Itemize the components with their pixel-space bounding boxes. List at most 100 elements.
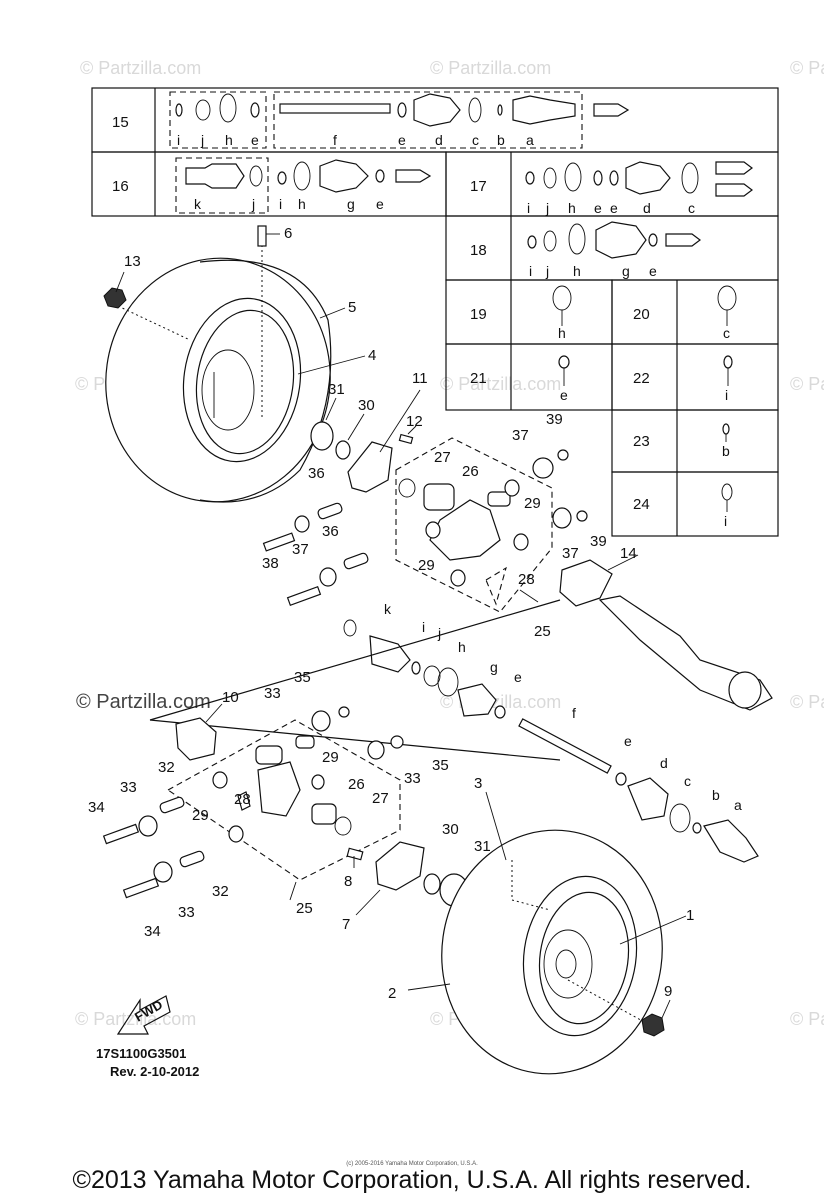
callout-3: 3 bbox=[474, 775, 482, 792]
callout-27b: 27 bbox=[372, 790, 389, 807]
callout-30: 30 bbox=[358, 397, 375, 414]
table-row-16 bbox=[91, 151, 447, 217]
letter-j: j bbox=[545, 200, 549, 216]
letter-k: k bbox=[384, 601, 392, 617]
callout-32: 32 bbox=[158, 759, 175, 776]
watermark: © Partzilla.com bbox=[790, 692, 824, 712]
drive-shaft bbox=[343, 595, 773, 863]
letter-i: i bbox=[724, 513, 727, 529]
letter-e: e bbox=[376, 196, 384, 212]
callout-35b: 35 bbox=[432, 757, 449, 774]
letter-c: c bbox=[684, 773, 691, 789]
letter-c: c bbox=[723, 325, 730, 341]
letter-d: d bbox=[643, 200, 651, 216]
watermark: © Partzilla.com bbox=[430, 58, 551, 78]
row-number-21: 21 bbox=[470, 370, 487, 387]
lower-arm-assembly bbox=[102, 599, 561, 907]
callout-29d: 29 bbox=[192, 807, 209, 824]
letter-f: f bbox=[572, 705, 576, 721]
callout-6: 6 bbox=[284, 225, 292, 242]
callout-26b: 26 bbox=[348, 776, 365, 793]
rear-wheel-upper bbox=[103, 225, 332, 503]
letter-h: h bbox=[573, 263, 581, 279]
letter-c: c bbox=[472, 132, 479, 148]
letter-e: e bbox=[514, 669, 522, 685]
upper-arm-assembly bbox=[262, 421, 613, 613]
callout-34b: 34 bbox=[144, 923, 161, 940]
letter-b: b bbox=[722, 443, 730, 459]
row-number-18: 18 bbox=[470, 242, 487, 259]
leader-lines bbox=[115, 233, 687, 1019]
letter-e: e bbox=[560, 387, 568, 403]
callout-31b: 31 bbox=[474, 838, 491, 855]
callouts: 6 13 5 4 11 31 30 12 39 37 27 26 36 29 3… bbox=[88, 225, 742, 1002]
callout-28: 28 bbox=[518, 571, 535, 588]
callout-26: 26 bbox=[462, 463, 479, 480]
callout-34: 34 bbox=[88, 799, 105, 816]
callout-2: 2 bbox=[388, 985, 396, 1002]
callout-9: 9 bbox=[664, 983, 672, 1000]
callout-7: 7 bbox=[342, 916, 350, 933]
callout-33d: 33 bbox=[178, 904, 195, 921]
letter-a: a bbox=[526, 132, 534, 148]
small-copyright: (c) 2005-2016 Yamaha Motor Corporation, … bbox=[346, 1161, 478, 1167]
watermark: © Partzilla.com bbox=[440, 374, 561, 394]
callout-13: 13 bbox=[124, 253, 141, 270]
row-number-24: 24 bbox=[633, 496, 650, 513]
callout-33: 33 bbox=[264, 685, 281, 702]
callout-29b: 29 bbox=[418, 557, 435, 574]
callout-11: 11 bbox=[412, 370, 428, 387]
row-number-16: 16 bbox=[112, 178, 129, 195]
copyright-footer: ©2013 Yamaha Motor Corporation, U.S.A. A… bbox=[72, 1166, 752, 1194]
revision-date: Rev. 2-10-2012 bbox=[110, 1064, 199, 1079]
letter-c: c bbox=[688, 200, 695, 216]
parts-table: 15 16 17 18 19 20 21 22 23 24 i j h e f … bbox=[91, 87, 779, 537]
row-number-22: 22 bbox=[633, 370, 650, 387]
letter-e: e bbox=[624, 733, 632, 749]
row-number-23: 23 bbox=[633, 433, 650, 450]
letter-a: a bbox=[734, 797, 742, 813]
letter-i: i bbox=[279, 196, 282, 212]
letter-g: g bbox=[622, 263, 630, 279]
callout-12: 12 bbox=[406, 413, 423, 430]
callout-39b: 39 bbox=[590, 533, 607, 550]
letter-j: j bbox=[200, 132, 204, 148]
letter-j: j bbox=[437, 625, 441, 641]
callout-33b: 33 bbox=[404, 770, 421, 787]
letter-h: h bbox=[225, 132, 233, 148]
row-number-17: 17 bbox=[470, 178, 487, 195]
callout-29c: 29 bbox=[322, 749, 339, 766]
callout-36: 36 bbox=[308, 465, 325, 482]
letter-g: g bbox=[490, 659, 498, 675]
row-number-20: 20 bbox=[633, 306, 650, 323]
callout-37: 37 bbox=[512, 427, 529, 444]
letter-g: g bbox=[347, 196, 355, 212]
rear-wheel-lower bbox=[441, 829, 665, 1075]
callout-37b: 37 bbox=[292, 541, 309, 558]
callout-36b: 36 bbox=[322, 523, 339, 540]
letter-b: b bbox=[497, 132, 505, 148]
letter-j: j bbox=[545, 263, 549, 279]
letter-e: e bbox=[398, 132, 406, 148]
letter-e: e bbox=[251, 132, 259, 148]
callout-8: 8 bbox=[344, 873, 352, 890]
callout-31: 31 bbox=[328, 381, 345, 398]
callout-32b: 32 bbox=[212, 883, 229, 900]
letter-j: j bbox=[251, 196, 255, 212]
callout-14: 14 bbox=[620, 545, 637, 562]
watermark: © Partzilla.com bbox=[790, 1009, 824, 1029]
row-number-19: 19 bbox=[470, 306, 487, 323]
letter-h: h bbox=[298, 196, 306, 212]
callout-25: 25 bbox=[534, 623, 551, 640]
callout-25b: 25 bbox=[296, 900, 313, 917]
letter-i: i bbox=[725, 387, 728, 403]
drawing-code: 17S1100G3501 bbox=[96, 1046, 186, 1061]
callout-30b: 30 bbox=[442, 821, 459, 838]
callout-37c: 37 bbox=[562, 545, 579, 562]
watermark: © Partzilla.com bbox=[80, 58, 201, 78]
watermark-prominent: © Partzilla.com bbox=[76, 691, 211, 713]
callout-5: 5 bbox=[348, 299, 356, 316]
callout-29: 29 bbox=[524, 495, 541, 512]
table-row-24 bbox=[611, 471, 779, 537]
letter-k: k bbox=[194, 196, 202, 212]
